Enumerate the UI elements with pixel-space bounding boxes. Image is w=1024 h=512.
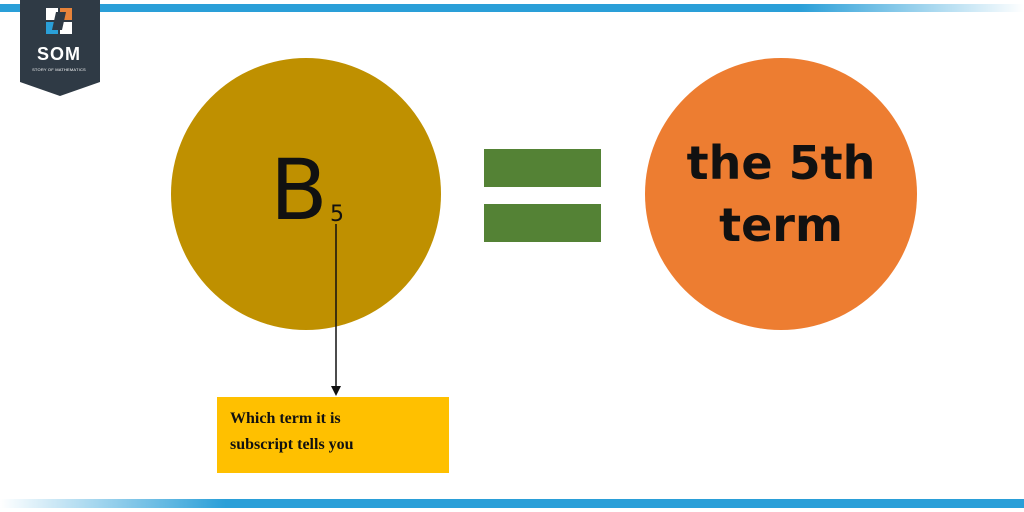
note-line: subscript tells you [230, 436, 354, 453]
subscript-label: 5 [330, 202, 344, 227]
logo-text: SOM [36, 44, 81, 64]
meaning-line: the 5th [686, 136, 876, 190]
equals-sign-bottom-bar [484, 204, 601, 242]
meaning-text: the 5th term [645, 132, 917, 256]
meaning-circle [645, 58, 917, 330]
bottom-accent-bar [0, 499, 1024, 508]
symbol-circle [171, 58, 441, 330]
som-logo-icon [20, 0, 100, 96]
equals-sign-top-bar [484, 149, 601, 187]
logo-tagline: STORY OF MATHEMATICS [32, 67, 86, 72]
note-box: Which term it is subscript tells you [217, 397, 449, 473]
som-logo: SOM STORY OF MATHEMATICS [20, 0, 110, 96]
meaning-line: term [719, 198, 843, 252]
note-text: Which term it is subscript tells you [230, 406, 354, 458]
note-line: Which term it is [230, 410, 341, 427]
sequence-symbol: B [270, 141, 328, 239]
top-accent-bar [0, 4, 1024, 12]
